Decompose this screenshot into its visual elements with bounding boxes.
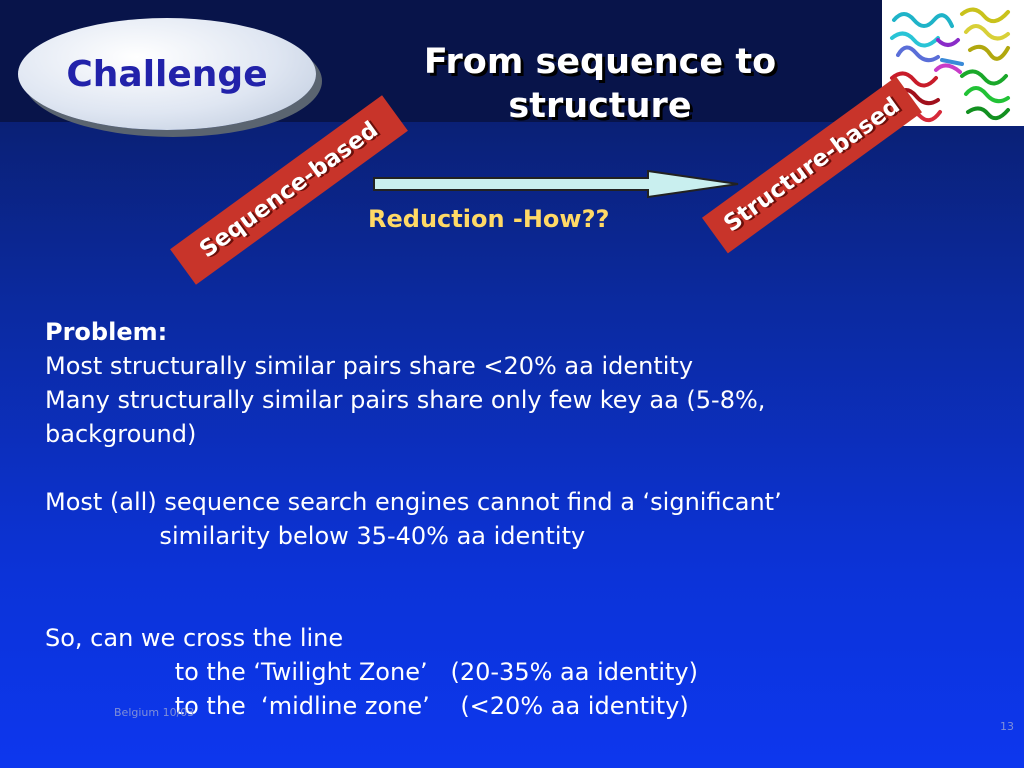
body-line: Many structurally similar pairs share on… [45,386,766,414]
slide-title: From sequence to structure [380,40,820,128]
body-line: So, can we cross the line [45,624,344,652]
page-number: 13 [1000,720,1014,733]
body-line: to the ‘Twilight Zone’ (20-35% aa identi… [45,658,698,686]
body-line: to the ‘midline zone’ (<20% aa identity) [45,692,689,720]
challenge-badge: Challenge [18,18,316,130]
body-line: Most structurally similar pairs share <2… [45,352,694,380]
spacer [45,451,1005,485]
footer-text: Belgium 10/03 [114,706,195,719]
title-line-2: structure [508,86,692,126]
body-line: background) [45,420,197,448]
body-line: Most (all) sequence search engines canno… [45,488,782,516]
protein-structure-image [882,0,1024,126]
slide-body: Problem: Most structurally similar pairs… [45,315,1005,723]
title-line-1: From sequence to [423,42,777,82]
spacer [45,553,1005,621]
reduction-label: Reduction -How?? [368,205,610,233]
sequence-based-label: Sequence-based [194,116,384,264]
body-line: similarity below 35-40% aa identity [45,522,586,550]
problem-heading: Problem: [45,318,168,346]
challenge-label: Challenge [66,53,268,95]
right-arrow [373,170,739,199]
